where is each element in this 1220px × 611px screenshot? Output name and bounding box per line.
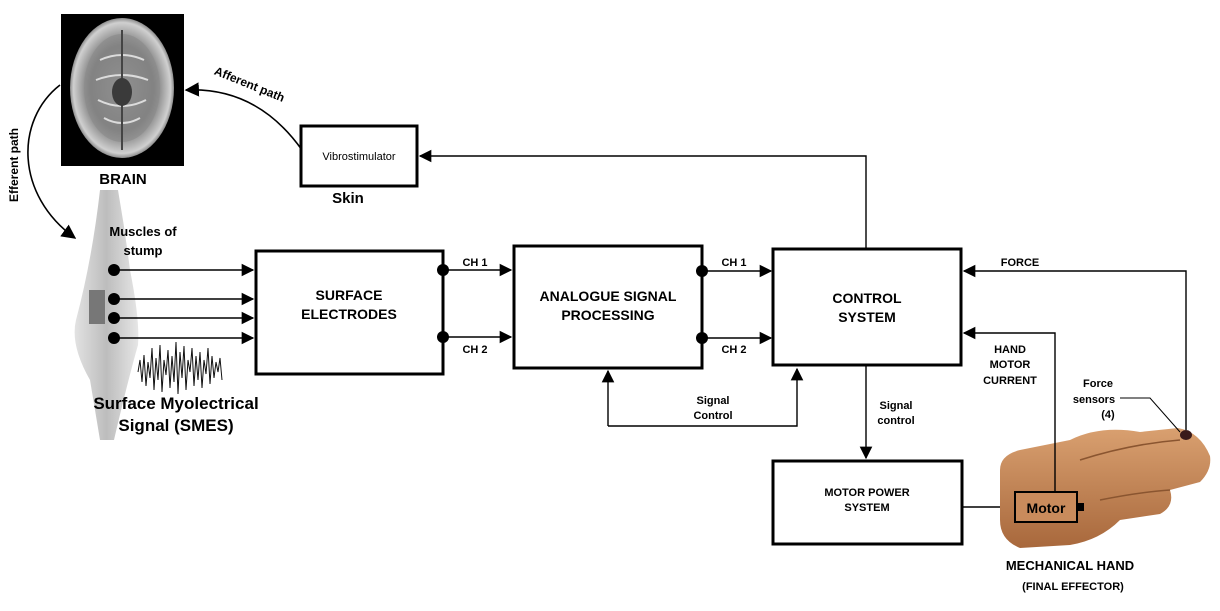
muscle-stump-image — [74, 190, 139, 440]
surface-electrodes-label-1: SURFACE — [316, 287, 383, 303]
force-sensors-leader — [1120, 397, 1181, 433]
motor-power-label-2: SYSTEM — [844, 502, 889, 514]
signal-control-label-1a: Signal — [696, 395, 729, 407]
force-sensors-label-3: (4) — [1101, 409, 1115, 421]
smes-label-2: Signal (SMES) — [118, 416, 233, 435]
motor-power-label-1: MOTOR POWER — [824, 487, 909, 499]
emg-signal-trace — [137, 341, 223, 395]
brain-label: BRAIN — [99, 171, 147, 188]
hand-motor-current-arrow — [962, 326, 1056, 492]
force-arrow — [962, 264, 1187, 430]
signal-control-label-2a: Signal — [879, 400, 912, 412]
smes-label-1: Surface Myolectrical — [93, 394, 258, 413]
vibrostimulator-box — [299, 124, 419, 188]
surface-electrodes-box — [254, 249, 445, 376]
signal-control-label-2b: control — [877, 415, 914, 427]
hand-motor-label-1: HAND — [994, 344, 1026, 356]
surface-electrodes-label-2: ELECTRODES — [301, 306, 397, 322]
brain-image — [61, 14, 184, 166]
hand-motor-label-3: CURRENT — [983, 375, 1037, 387]
mechanical-hand-label-2: (FINAL EFFECTOR) — [1022, 581, 1124, 593]
motor-label: Motor — [1027, 500, 1066, 516]
control-system-box — [771, 247, 963, 367]
ch1-label-a: CH 1 — [462, 257, 487, 269]
efferent-path-label: Efferent path — [7, 128, 21, 202]
electrode-leads — [108, 263, 255, 345]
force-sensors-label-2: sensors — [1073, 394, 1115, 406]
muscles-label-1: Muscles of — [109, 224, 177, 239]
signal-control-label-1b: Control — [693, 410, 732, 422]
signal-control-arrow-right — [608, 367, 804, 427]
ch2-label-b: CH 2 — [721, 344, 746, 356]
force-sensors-label-1: Force — [1083, 378, 1113, 390]
motor-power-box — [771, 459, 964, 546]
efferent-path-arrow — [27, 84, 77, 239]
vibrostimulator-label: Vibrostimulator — [322, 151, 395, 163]
afferent-path-label: Afferent path — [212, 64, 286, 105]
analogue-label-2: PROCESSING — [561, 307, 654, 323]
force-label: FORCE — [1001, 257, 1040, 269]
afferent-path-arrow — [184, 82, 303, 151]
muscles-label-2: stump — [124, 243, 163, 258]
hand-motor-label-2: MOTOR — [990, 359, 1031, 371]
analogue-processing-box — [512, 244, 704, 370]
ch2-label-a: CH 2 — [462, 344, 487, 356]
feedback-arrow — [418, 149, 867, 249]
motor-shaft — [1077, 503, 1084, 511]
skin-label: Skin — [332, 190, 364, 207]
analogue-label-1: ANALOGUE SIGNAL — [540, 288, 677, 304]
control-label-2: SYSTEM — [838, 309, 896, 325]
ch1-label-b: CH 1 — [721, 257, 746, 269]
mechanical-hand-image — [1000, 428, 1211, 548]
mechanical-hand-label-1: MECHANICAL HAND — [1006, 558, 1134, 573]
control-label-1: CONTROL — [832, 290, 902, 306]
